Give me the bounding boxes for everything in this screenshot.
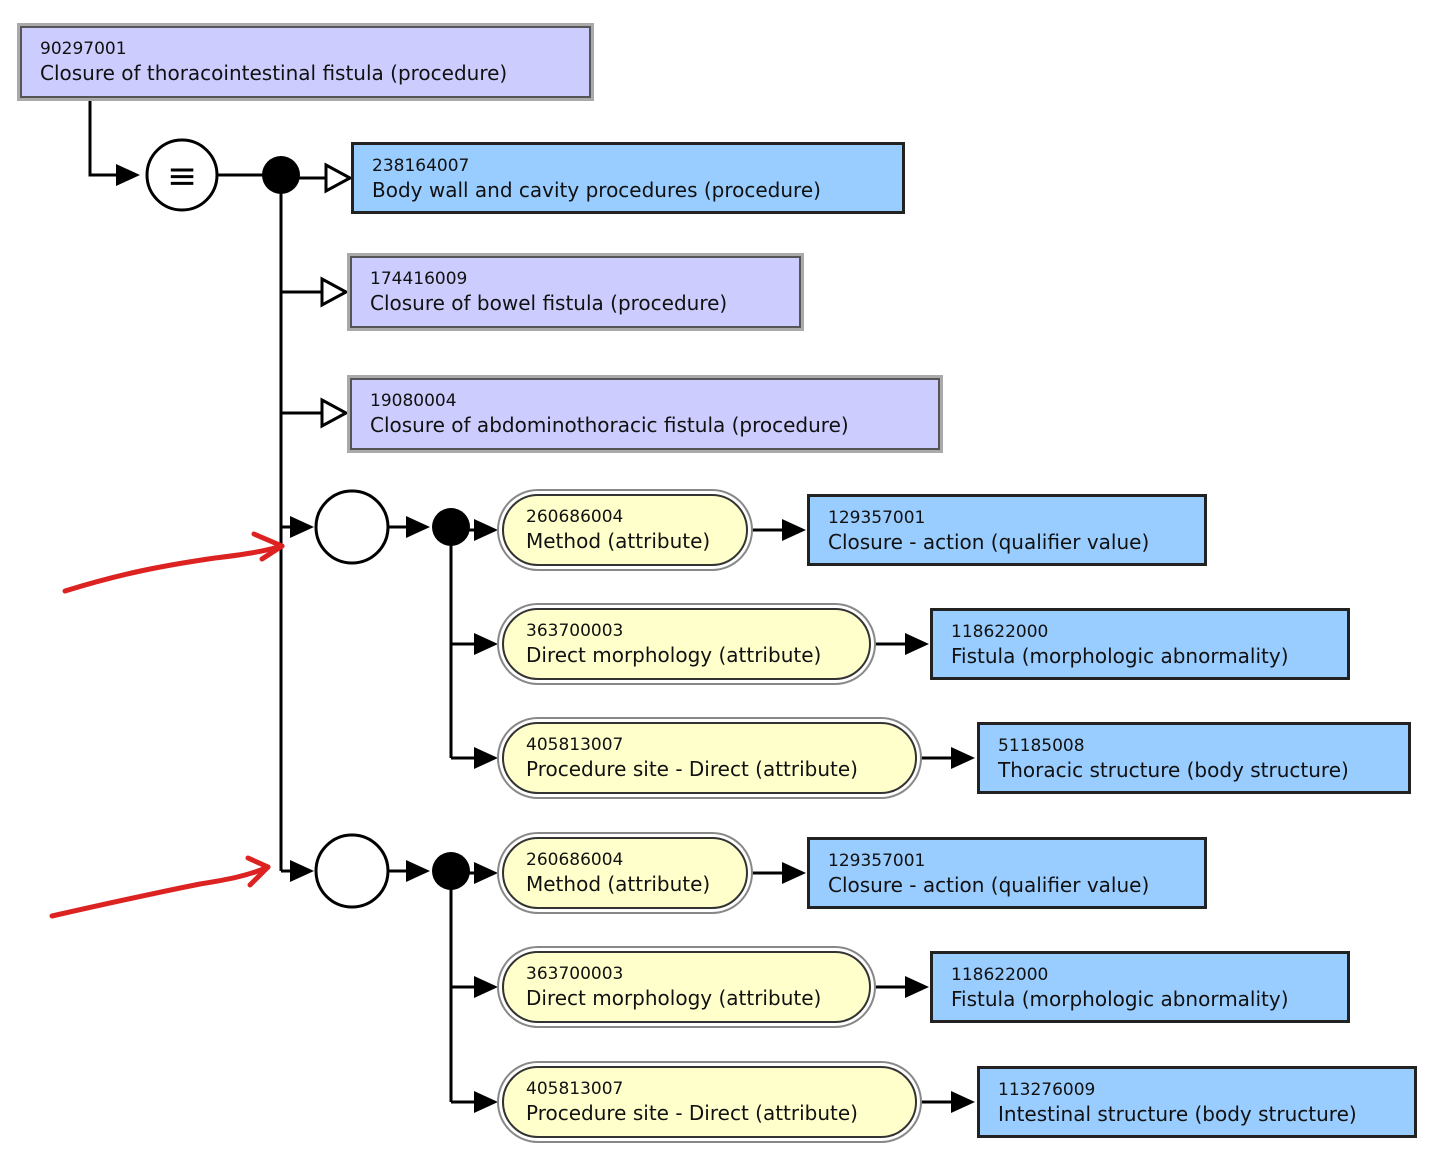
arrowhead-icon xyxy=(782,862,806,884)
concept-term: Closure - action (qualifier value) xyxy=(828,530,1150,554)
attribute-term: Direct morphology (attribute) xyxy=(526,643,822,667)
role-group-circle xyxy=(314,489,390,565)
isa-arrowhead-icon xyxy=(320,276,350,308)
attribute-node[interactable]: 405813007 Procedure site - Direct (attri… xyxy=(502,722,917,794)
focus-connector xyxy=(88,100,124,177)
value-concept[interactable]: 118622000 Fistula (morphologic abnormali… xyxy=(930,608,1350,680)
value-concept[interactable]: 113276009 Intestinal structure (body str… xyxy=(977,1066,1417,1138)
attribute-node[interactable]: 405813007 Procedure site - Direct (attri… xyxy=(502,1066,917,1138)
concept-term: Closure - action (qualifier value) xyxy=(828,873,1150,897)
concept-id: 90297001 xyxy=(40,39,127,59)
attribute-term: Procedure site - Direct (attribute) xyxy=(526,757,858,781)
equivalence-symbol: ≡ xyxy=(167,156,197,197)
arrowhead-icon xyxy=(905,633,929,655)
concept-term: Closure of bowel fistula (procedure) xyxy=(370,291,728,315)
annotation-arrow-icon xyxy=(62,543,285,594)
role-group-circle xyxy=(314,833,390,909)
attribute-term: Method (attribute) xyxy=(526,872,711,896)
arrowhead-icon xyxy=(474,1091,498,1113)
value-concept[interactable]: 129357001 Closure - action (qualifier va… xyxy=(807,494,1207,566)
arrowhead-icon xyxy=(474,633,498,655)
parent-concept[interactable]: 19080004 Closure of abdominothoracic fis… xyxy=(350,378,940,450)
attribute-node[interactable]: 260686004 Method (attribute) xyxy=(502,494,748,566)
attribute-id: 405813007 xyxy=(526,735,624,755)
annotation-arrowhead-icon xyxy=(245,855,271,888)
attribute-term: Procedure site - Direct (attribute) xyxy=(526,1101,858,1125)
annotation-arrowhead-icon xyxy=(251,531,285,562)
concept-term: Fistula (morphologic abnormality) xyxy=(951,644,1289,668)
concept-id: 118622000 xyxy=(951,965,1049,985)
value-concept[interactable]: 129357001 Closure - action (qualifier va… xyxy=(807,837,1207,909)
attribute-node[interactable]: 260686004 Method (attribute) xyxy=(502,837,748,909)
arrowhead-icon xyxy=(474,747,498,769)
attribute-id: 260686004 xyxy=(526,850,624,870)
isa-arrowhead-icon xyxy=(324,162,354,194)
arrowhead-icon xyxy=(116,164,140,186)
concept-term: Closure of thoracointestinal fistula (pr… xyxy=(40,61,508,85)
arrowhead-icon xyxy=(474,976,498,998)
attribute-term: Direct morphology (attribute) xyxy=(526,986,822,1010)
concept-id: 113276009 xyxy=(998,1080,1096,1100)
concept-id: 129357001 xyxy=(828,508,926,528)
concept-term: Closure of abdominothoracic fistula (pro… xyxy=(370,413,849,437)
arrowhead-icon xyxy=(951,747,975,769)
arrowhead-icon xyxy=(474,862,498,884)
attribute-id: 260686004 xyxy=(526,507,624,527)
isa-arrowhead-icon xyxy=(320,397,350,429)
parent-concept[interactable]: 238164007 Body wall and cavity procedure… xyxy=(351,142,905,214)
concept-id: 129357001 xyxy=(828,851,926,871)
value-concept[interactable]: 118622000 Fistula (morphologic abnormali… xyxy=(930,951,1350,1023)
arrowhead-icon xyxy=(474,519,498,541)
arrowhead-icon xyxy=(290,860,314,882)
arrowhead-icon xyxy=(951,1091,975,1113)
concept-id: 19080004 xyxy=(370,391,457,411)
concept-term: Thoracic structure (body structure) xyxy=(998,758,1349,782)
attribute-id: 405813007 xyxy=(526,1079,624,1099)
focus-concept[interactable]: 90297001 Closure of thoracointestinal fi… xyxy=(20,26,591,98)
concept-id: 51185008 xyxy=(998,736,1085,756)
concept-id: 118622000 xyxy=(951,622,1049,642)
arrowhead-icon xyxy=(290,516,314,538)
arrowhead-icon xyxy=(406,860,430,882)
attribute-node[interactable]: 363700003 Direct morphology (attribute) xyxy=(502,608,871,680)
concept-id: 174416009 xyxy=(370,269,468,289)
concept-term: Intestinal structure (body structure) xyxy=(998,1102,1357,1126)
attribute-term: Method (attribute) xyxy=(526,529,711,553)
attribute-node[interactable]: 363700003 Direct morphology (attribute) xyxy=(502,951,871,1023)
parent-concept[interactable]: 174416009 Closure of bowel fistula (proc… xyxy=(350,256,801,328)
attribute-id: 363700003 xyxy=(526,621,624,641)
concept-term: Fistula (morphologic abnormality) xyxy=(951,987,1289,1011)
concept-term: Body wall and cavity procedures (procedu… xyxy=(372,178,821,202)
arrowhead-icon xyxy=(406,516,430,538)
annotation-arrow-icon xyxy=(49,864,271,919)
attribute-id: 363700003 xyxy=(526,964,624,984)
arrowhead-icon xyxy=(782,519,806,541)
value-concept[interactable]: 51185008 Thoracic structure (body struct… xyxy=(977,722,1411,794)
arrowhead-icon xyxy=(905,976,929,998)
concept-id: 238164007 xyxy=(372,156,470,176)
